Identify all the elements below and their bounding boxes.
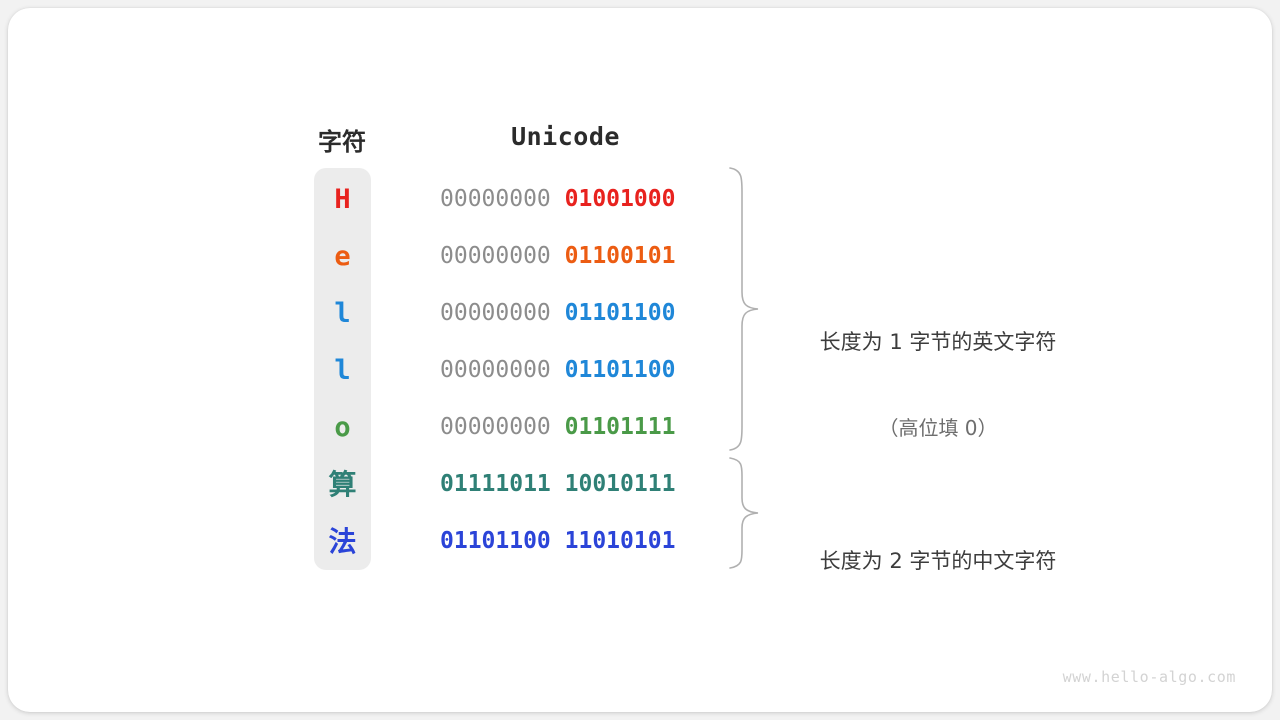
- char-column-block: [314, 168, 371, 570]
- row-char: 算: [328, 468, 357, 501]
- annotation-chinese-line1: 长度为 2 字节的中文字符: [819, 549, 1057, 573]
- row-low-byte: 01001000: [564, 186, 676, 212]
- column-header-unicode: Unicode: [511, 122, 620, 151]
- row-unicode-bits: 00000000 01001000: [440, 171, 691, 228]
- annotation-chinese: 长度为 2 字节的中文字符: [792, 497, 1084, 623]
- figure-card: 字符 Unicode H 00000000 01001000 e 00000000 0…: [8, 8, 1272, 712]
- brace-chinese-group: [729, 457, 759, 569]
- row-unicode-bits: 00000000 01101111: [440, 399, 691, 456]
- row-char: e: [334, 241, 351, 272]
- row-unicode-bits: 00000000 01101100: [440, 285, 691, 342]
- row-low-byte: 01100101: [564, 243, 676, 269]
- row-low-byte: 01101100: [564, 300, 676, 326]
- row-high-byte: 01101100: [440, 528, 551, 554]
- row-high-byte: 00000000: [440, 243, 551, 269]
- column-header-char: 字符: [318, 129, 366, 156]
- row-char: H: [334, 184, 351, 215]
- brace-english-group: [729, 167, 759, 451]
- row-char: 法: [328, 525, 357, 558]
- row-low-byte: 10010111: [564, 471, 676, 497]
- row-low-byte: 11010101: [564, 528, 676, 554]
- row-unicode-bits: 01111011 10010111: [440, 456, 691, 513]
- row-low-byte: 01101111: [564, 414, 676, 440]
- row-high-byte: 00000000: [440, 300, 551, 326]
- row-high-byte: 00000000: [440, 186, 551, 212]
- row-char: l: [334, 355, 351, 386]
- annotation-english: 长度为 1 字节的英文字符 （高位填 0）: [792, 278, 1084, 489]
- row-low-byte: 01101100: [564, 357, 676, 383]
- watermark: www.hello-algo.com: [1062, 668, 1236, 686]
- row-high-byte: 00000000: [440, 414, 551, 440]
- row-unicode-bits: 00000000 01101100: [440, 342, 691, 399]
- row-high-byte: 00000000: [440, 357, 551, 383]
- annotation-english-line1: 长度为 1 字节的英文字符: [819, 330, 1057, 354]
- row-unicode-bits: 01101100 11010101: [440, 513, 691, 570]
- row-high-byte: 01111011: [440, 471, 551, 497]
- row-char: o: [334, 412, 351, 443]
- row-unicode-bits: 00000000 01100101: [440, 228, 691, 285]
- annotation-english-line2: （高位填 0）: [878, 416, 998, 440]
- row-char: l: [334, 298, 351, 329]
